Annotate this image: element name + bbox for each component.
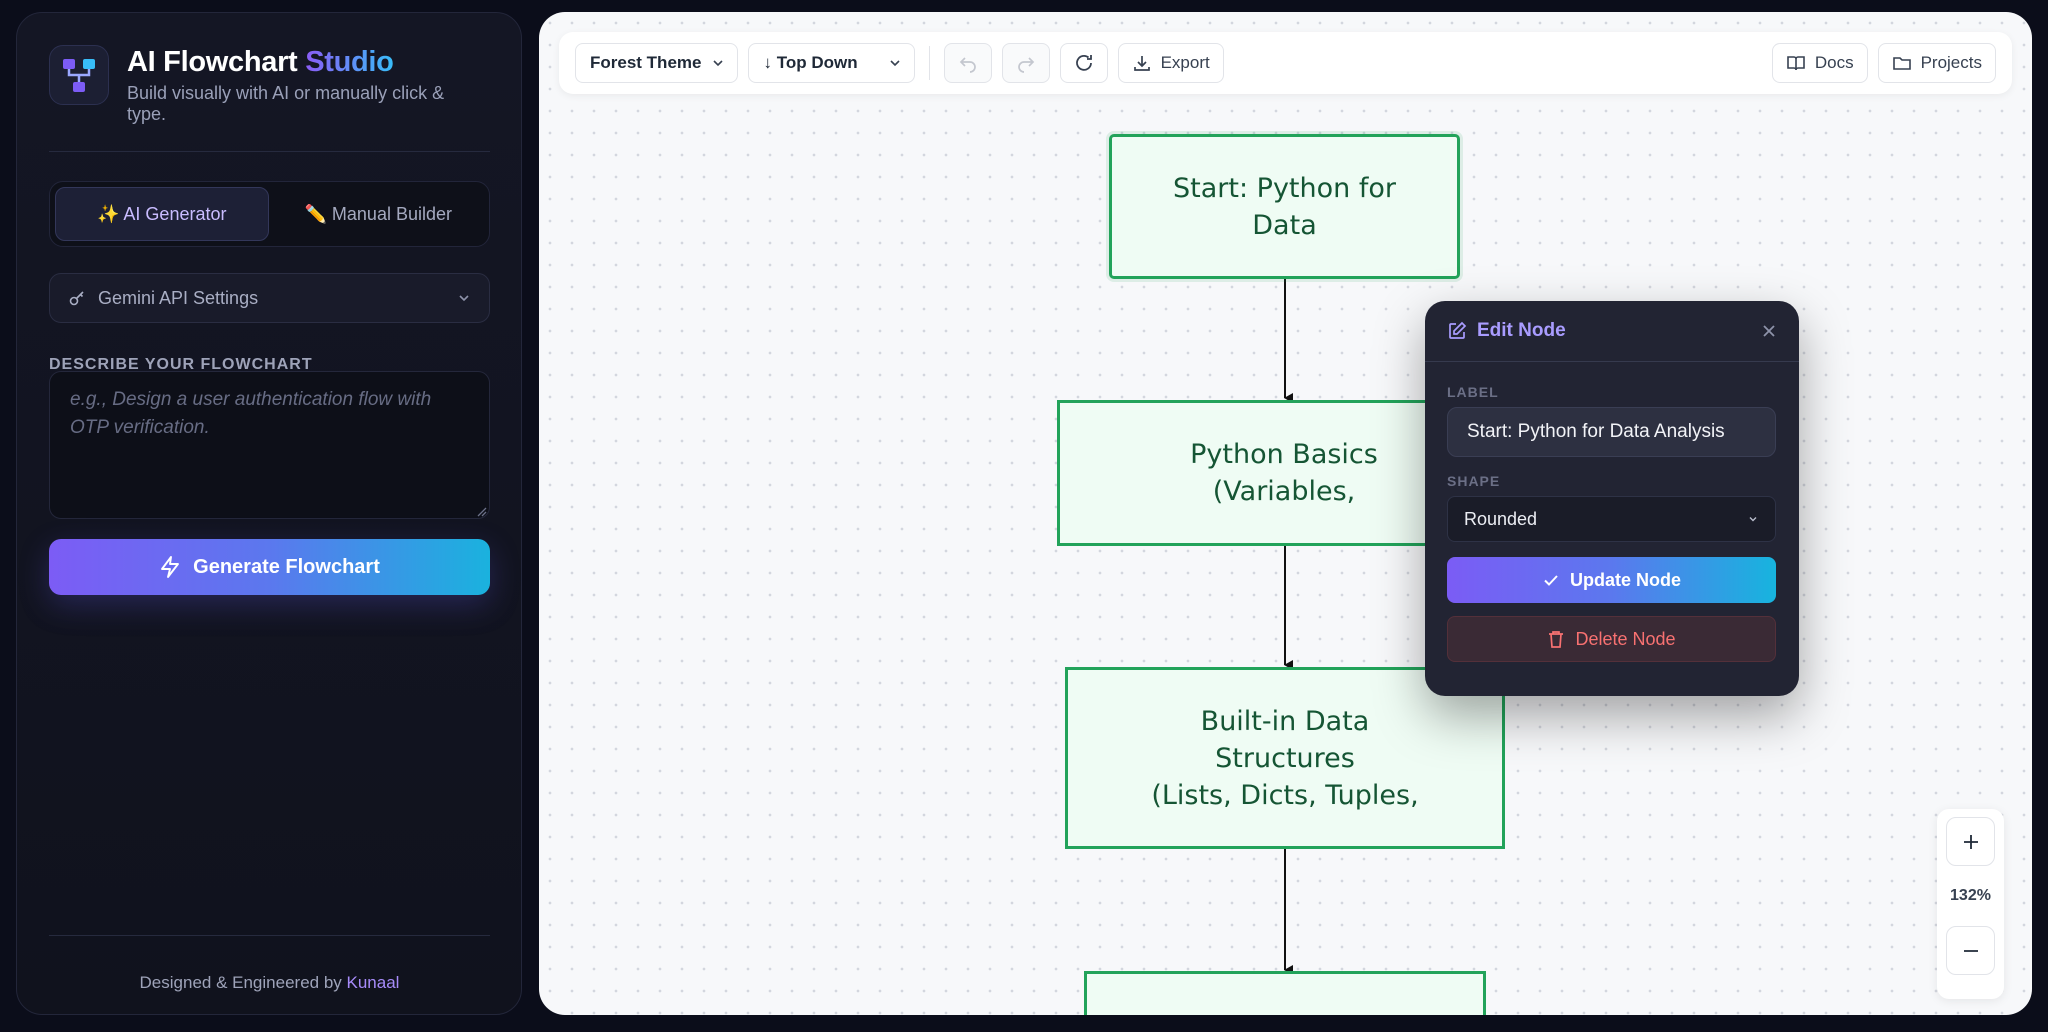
resize-grip-icon[interactable] xyxy=(475,505,487,517)
chevron-down-icon xyxy=(459,295,469,302)
brand: AI Flowchart Studio Build visually with … xyxy=(49,45,487,125)
delete-node-button[interactable]: Delete Node xyxy=(1447,616,1776,662)
export-button[interactable]: Export xyxy=(1117,43,1224,83)
download-icon xyxy=(1133,56,1150,71)
update-label: Update Node xyxy=(1569,569,1681,590)
check-icon xyxy=(1544,575,1558,586)
docs-button[interactable]: Docs xyxy=(1771,43,1868,83)
flowchart-canvas[interactable]: Start: Python for Data Python Basics (Va… xyxy=(539,12,2032,1015)
node-text-line: Data xyxy=(1252,209,1317,241)
edit-panel-title: Edit Node xyxy=(1477,320,1566,341)
redo-icon xyxy=(1017,57,1034,73)
flowchart-description-input[interactable] xyxy=(49,371,490,519)
close-icon[interactable] xyxy=(1761,323,1777,339)
toolbar-separator xyxy=(928,46,930,80)
docs-label: Docs xyxy=(1814,53,1854,72)
footer-credit: Designed & Engineered by Kunaal xyxy=(49,973,490,993)
zoom-in-button[interactable] xyxy=(1946,817,1995,866)
describe-label: DESCRIBE YOUR FLOWCHART xyxy=(49,356,313,373)
theme-select[interactable]: Forest Theme xyxy=(575,43,739,83)
node-text-line: (Variables, xyxy=(1212,476,1356,507)
app-subtitle: Build visually with AI or manually click… xyxy=(127,83,445,124)
shape-select[interactable]: Rounded xyxy=(1447,496,1776,542)
shape-select-value: Rounded xyxy=(1464,508,1538,529)
tab-manual-builder[interactable]: ✏️ Manual Builder xyxy=(304,203,452,224)
shape-heading: SHAPE xyxy=(1447,473,1501,489)
sidebar-divider xyxy=(49,151,490,152)
refresh-icon xyxy=(1075,54,1092,71)
label-heading: LABEL xyxy=(1447,384,1499,400)
node-text-line: Start: Python for xyxy=(1173,172,1396,204)
undo-icon xyxy=(959,57,976,73)
update-node-button[interactable]: Update Node xyxy=(1447,557,1776,603)
node-text-line: Structures xyxy=(1215,742,1355,774)
footer-divider xyxy=(49,935,490,936)
zoom-controls: 132% xyxy=(1937,809,2004,999)
minus-icon xyxy=(1963,949,1978,952)
trash-icon xyxy=(1549,631,1564,648)
generate-flowchart-button[interactable]: Generate Flowchart xyxy=(49,539,490,595)
direction-select-value: ↓ Top Down xyxy=(763,53,858,72)
edit-node-panel: Edit Node LABEL Start: Python for Data A… xyxy=(1425,301,1799,696)
book-icon xyxy=(1787,56,1805,71)
key-icon xyxy=(69,291,84,306)
projects-label: Projects xyxy=(1920,53,1982,72)
api-settings-toggle[interactable]: Gemini API Settings xyxy=(49,273,490,323)
flow-node-data-structures[interactable]: Built-in Data Structures (Lists, Dicts, … xyxy=(1065,667,1505,849)
zoom-level: 132% xyxy=(1950,887,1991,904)
projects-button[interactable]: Projects xyxy=(1877,43,1996,83)
tab-ai-generator[interactable]: ✨ AI Generator xyxy=(55,187,269,241)
flowchart-logo-icon xyxy=(49,45,109,105)
plus-icon xyxy=(1963,834,1978,849)
node-text-line: (Lists, Dicts, Tuples, xyxy=(1151,779,1419,811)
app-title: AI Flowchart Studio xyxy=(127,46,394,78)
undo-button[interactable] xyxy=(943,43,992,83)
edit-icon xyxy=(1449,321,1467,339)
canvas-toolbar: Forest Theme ↓ Top Down Export Docs xyxy=(559,32,2012,94)
mode-tabs: ✨ AI Generator ✏️ Manual Builder xyxy=(49,181,490,247)
redo-button[interactable] xyxy=(1001,43,1050,83)
folder-icon xyxy=(1892,57,1911,70)
flow-node-start[interactable]: Start: Python for Data xyxy=(1109,134,1460,279)
flow-node-next[interactable] xyxy=(1084,971,1486,1015)
zoom-out-button[interactable] xyxy=(1946,926,1995,975)
chevron-down-icon xyxy=(1749,517,1757,522)
export-label: Export xyxy=(1160,53,1210,72)
flow-node-python-basics[interactable]: Python Basics (Variables, xyxy=(1057,400,1511,546)
delete-label: Delete Node xyxy=(1575,628,1676,649)
chevron-down-icon xyxy=(890,60,900,67)
edit-panel-header: Edit Node xyxy=(1425,301,1799,362)
flowchart-edges xyxy=(1284,278,1293,975)
sidebar: AI Flowchart Studio Build visually with … xyxy=(16,12,522,1015)
refresh-button[interactable] xyxy=(1059,43,1108,83)
api-settings-label: Gemini API Settings xyxy=(98,287,259,308)
lightning-icon xyxy=(161,556,180,578)
author-link[interactable]: Kunaal xyxy=(346,973,400,992)
generate-label: Generate Flowchart xyxy=(193,555,380,578)
node-label-input[interactable]: Start: Python for Data Analysis xyxy=(1447,407,1776,457)
node-text-line: Python Basics xyxy=(1190,439,1378,470)
theme-select-value: Forest Theme xyxy=(590,53,702,72)
chevron-down-icon xyxy=(713,60,724,67)
footer-text: Designed & Engineered by xyxy=(139,973,342,992)
direction-select[interactable]: ↓ Top Down xyxy=(748,43,915,83)
node-text-line: Built-in Data xyxy=(1200,705,1370,737)
